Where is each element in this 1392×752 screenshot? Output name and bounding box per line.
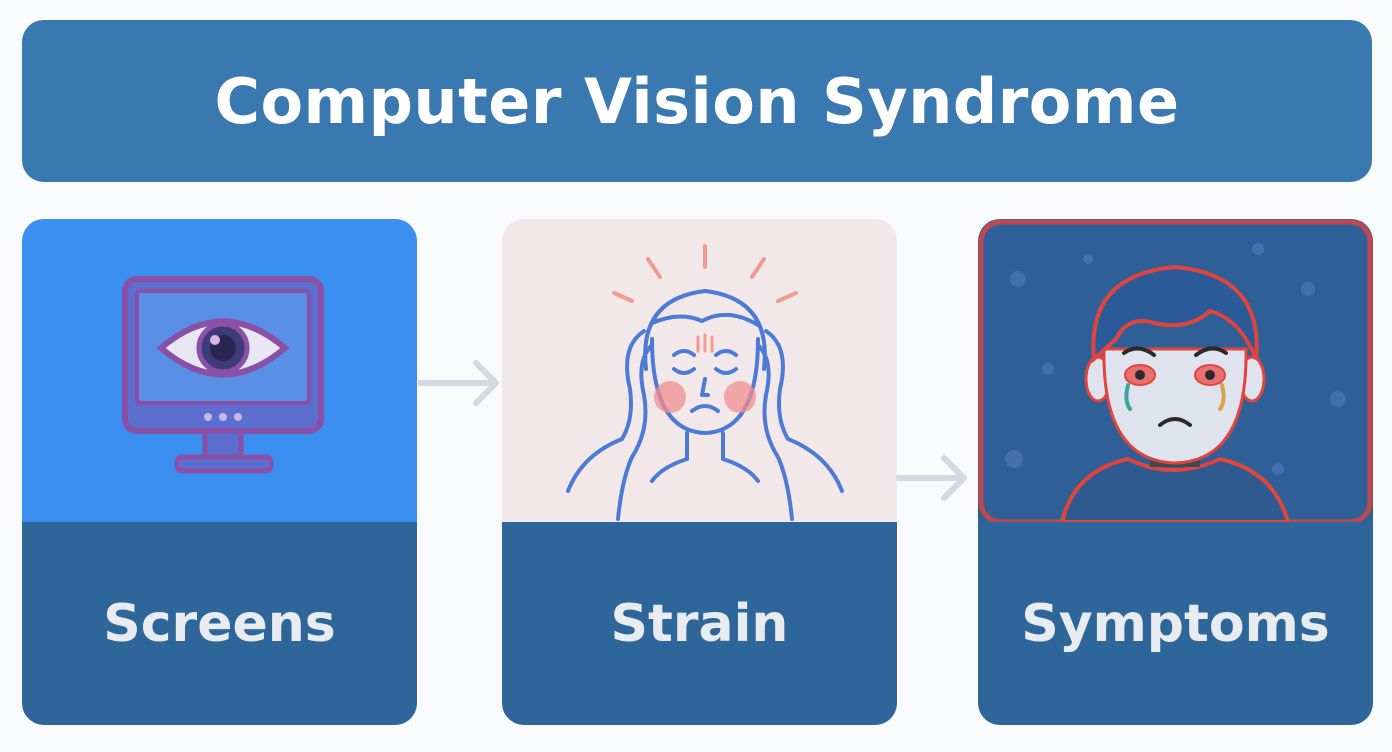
step-label-box: Symptoms xyxy=(978,522,1373,725)
step-label-box: Screens xyxy=(22,522,417,725)
symptoms-illustration xyxy=(978,219,1373,522)
title-banner: Computer Vision Syndrome xyxy=(22,20,1372,182)
step-card-strain: Strain xyxy=(502,219,897,725)
step-label-symptoms: Symptoms xyxy=(1021,593,1330,654)
step-card-symptoms: Symptoms xyxy=(978,219,1373,725)
crying-child-icon xyxy=(978,219,1373,522)
step-label-strain: Strain xyxy=(610,593,789,654)
step-card-screens: Screens xyxy=(22,219,417,725)
arrow-right-icon xyxy=(418,360,499,406)
diagram-title: Computer Vision Syndrome xyxy=(214,64,1180,138)
monitor-eye-icon xyxy=(122,276,324,474)
step-label-box: Strain xyxy=(502,522,897,725)
headache-person-icon xyxy=(566,244,844,521)
arrow-right-icon xyxy=(896,455,967,501)
screens-illustration xyxy=(22,219,417,522)
step-label-screens: Screens xyxy=(103,593,336,654)
strain-illustration xyxy=(502,219,897,522)
